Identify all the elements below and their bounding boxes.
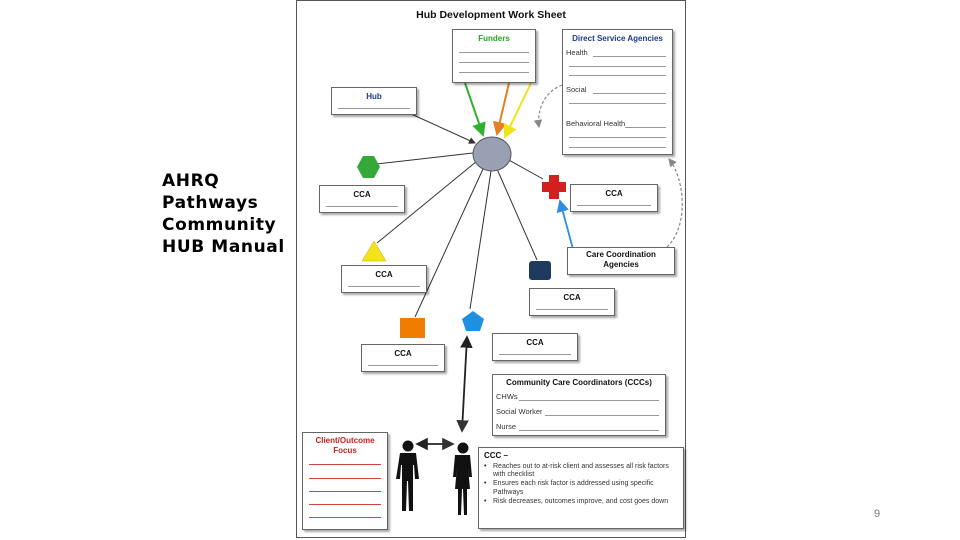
slide-title-line-3: Community xyxy=(162,215,277,235)
service-line xyxy=(569,66,666,67)
ccc-title: Community Care Coordinators (CCCs) xyxy=(506,378,652,387)
service-line xyxy=(569,147,666,148)
ccc-bullet: Reaches out to at-risk client and assess… xyxy=(483,463,679,479)
orange-square-icon xyxy=(400,318,425,338)
ccc-bullet: Risk decreases, outcomes improve, and co… xyxy=(483,498,679,506)
person-female-icon xyxy=(453,442,472,515)
ccc-box: Community Care Coordinators (CCCs) CHWs … xyxy=(492,374,666,436)
spoke-hexagon xyxy=(376,152,474,165)
hub-box: Hub xyxy=(331,87,417,115)
cca-box: CCA xyxy=(492,333,578,361)
nurse-field-label: Nurse xyxy=(496,422,517,431)
page-number: 9 xyxy=(874,508,881,520)
nurse-line xyxy=(519,430,659,431)
person-male-icon xyxy=(396,440,419,511)
funders-line xyxy=(459,62,529,63)
cca-box: CCA xyxy=(361,344,445,372)
social-worker-line xyxy=(545,415,659,416)
slide-title-line-1: AHRQ xyxy=(162,171,220,191)
service-line xyxy=(569,75,666,76)
cca-title: CCA xyxy=(375,270,393,279)
care-to-service-dashed-arrow xyxy=(666,158,683,248)
client-line xyxy=(309,464,381,465)
client-line xyxy=(309,491,381,492)
hub-title: Hub xyxy=(366,92,382,101)
funder-arrow-yellow xyxy=(503,82,532,139)
client-outcome-title-line-2: Focus xyxy=(333,445,357,455)
ccc-bullet: Ensures each risk factor is addressed us… xyxy=(483,480,679,496)
care-coordination-title-line-1: Care Coordination xyxy=(586,250,656,259)
social-field-label: Social xyxy=(566,85,587,94)
behavioral-line xyxy=(625,127,666,128)
cca-title: CCA xyxy=(526,338,544,347)
ccc-definition-list: Reaches out to at-risk client and assess… xyxy=(483,463,679,507)
red-cross-icon xyxy=(542,175,566,199)
care-coord-arrow xyxy=(556,199,574,250)
care-coordination-title-line-2: Agencies xyxy=(603,259,639,269)
direct-service-box: Direct Service Agencies Health Social Be… xyxy=(562,29,673,155)
social-line xyxy=(593,93,666,94)
cca-line xyxy=(326,206,398,207)
cca-title: CCA xyxy=(563,293,581,302)
client-outcome-box: Client/Outcome Focus xyxy=(302,432,388,530)
cca-box: CCA xyxy=(529,288,615,316)
hub-node xyxy=(472,136,512,172)
care-coordination-box: Care Coordination Agencies xyxy=(567,247,675,275)
ccc-definition-box: CCC – Reaches out to at-risk client and … xyxy=(478,447,684,529)
hexagon-icon xyxy=(357,156,380,178)
cca-title: CCA xyxy=(394,349,412,358)
triangle-icon xyxy=(361,240,387,262)
funder-arrow-green xyxy=(464,82,486,137)
funders-line xyxy=(459,52,529,53)
worksheet-title: Hub Development Work Sheet xyxy=(416,9,566,21)
service-line xyxy=(569,103,666,104)
slide-title-line-4: HUB Manual xyxy=(162,237,285,257)
cca-line xyxy=(577,205,651,206)
cca-line xyxy=(368,365,438,366)
spoke-triangle xyxy=(376,160,478,244)
pentagon-person-double-arrow xyxy=(456,335,473,433)
navy-square-icon xyxy=(529,261,551,280)
funder-arrow-orange xyxy=(492,82,510,136)
spoke-pentagon xyxy=(469,170,492,310)
cca-box: CCA xyxy=(341,265,427,293)
service-line xyxy=(569,137,666,138)
cca-line xyxy=(499,354,571,355)
cca-line xyxy=(536,309,608,310)
client-outcome-title: Client/Outcome Focus xyxy=(303,436,387,455)
client-line xyxy=(309,478,381,479)
funders-line xyxy=(459,72,529,73)
client-outcome-title-line-1: Client/Outcome xyxy=(315,436,375,445)
health-line xyxy=(593,56,666,57)
spoke-cross xyxy=(506,158,544,180)
spoke-orange-square xyxy=(414,168,484,318)
social-worker-field-label: Social Worker xyxy=(496,407,543,416)
pentagon-icon xyxy=(462,311,484,331)
hub-box-connector xyxy=(408,112,476,144)
slide-title: AHRQ Pathways Community HUB Manual xyxy=(162,170,302,258)
chws-line xyxy=(519,400,659,401)
funders-title: Funders xyxy=(478,34,510,43)
cca-line xyxy=(348,286,420,287)
behavioral-health-field-label: Behavioral Health xyxy=(566,119,626,128)
cca-title: CCA xyxy=(605,189,623,198)
client-line xyxy=(309,517,381,518)
hub-line xyxy=(338,108,410,109)
health-field-label: Health xyxy=(566,48,588,57)
spoke-navy-square xyxy=(496,168,538,261)
slide-title-line-2: Pathways xyxy=(162,193,259,213)
hub-worksheet: Hub Development Work Sheet xyxy=(296,0,686,538)
care-coordination-title: Care Coordination Agencies xyxy=(568,250,674,269)
connector-layer xyxy=(357,82,683,515)
cca-title: CCA xyxy=(353,190,371,199)
direct-service-dashed-arrow xyxy=(533,84,563,129)
chws-field-label: CHWs xyxy=(496,392,518,401)
client-line xyxy=(309,504,381,505)
ccc-definition-label: CCC – xyxy=(484,451,509,460)
funders-box: Funders xyxy=(452,29,536,83)
direct-service-title: Direct Service Agencies xyxy=(572,34,663,43)
cca-box: CCA xyxy=(570,184,658,212)
cca-box: CCA xyxy=(319,185,405,213)
